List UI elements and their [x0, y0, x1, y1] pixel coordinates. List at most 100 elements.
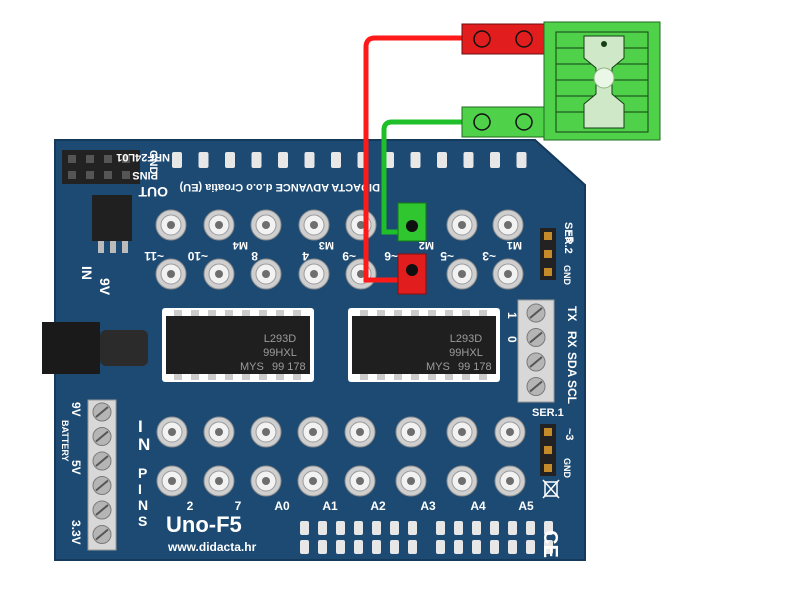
serial-label: TX: [565, 306, 579, 321]
power-label: 5V: [69, 460, 83, 475]
header-pad: [437, 152, 447, 168]
power-label: 3.3V: [69, 520, 83, 545]
pin-socket: [344, 416, 376, 448]
pin-socket: [344, 465, 376, 497]
header-pad: [436, 521, 445, 535]
in-pin-label: 7: [235, 499, 242, 513]
motor-label: M3: [319, 239, 334, 251]
out-pin-label: ~10: [187, 249, 208, 263]
header-pad: [198, 152, 209, 168]
ser2-label: SER.2: [562, 222, 574, 254]
header-pad: [490, 152, 500, 168]
header-pad: [390, 540, 399, 554]
chip-maker: MYS: [240, 361, 264, 373]
pin-socket: [297, 416, 329, 448]
header-pad: [172, 152, 182, 168]
ser1-header: [540, 424, 556, 476]
header-pad: [526, 521, 535, 535]
pin-socket: [492, 258, 524, 290]
ce-mark-icon: CE: [539, 530, 561, 558]
in-side-label-i: I: [138, 417, 143, 436]
chip-code: 99HXL: [263, 347, 297, 359]
in-pin-label: A2: [370, 499, 386, 513]
motor-label: M4: [232, 239, 248, 251]
header-pad: [508, 521, 517, 535]
header-pad: [372, 540, 381, 554]
header-pad: [336, 540, 345, 554]
bottom-header-row: [300, 521, 553, 554]
pin-socket: [250, 209, 282, 241]
power-jack: [42, 322, 100, 374]
pin-socket: [156, 416, 188, 448]
in-side-label-n: N: [138, 435, 150, 454]
header-pad: [304, 152, 315, 168]
out-pin-label: ~9: [342, 249, 356, 263]
in-pin-label: A1: [322, 499, 338, 513]
header-pad: [472, 521, 481, 535]
header-pad: [300, 521, 309, 535]
pins-side-label-i: I: [138, 481, 142, 497]
serial-num: 1: [505, 312, 519, 319]
serial-label: RX: [565, 331, 579, 348]
pin-socket: [250, 416, 282, 448]
header-pad: [408, 521, 417, 535]
sensor-module: [461, 21, 661, 141]
out-pin-label: ~11: [144, 249, 164, 263]
header-pad: [544, 540, 553, 554]
chip-part: L293D: [264, 333, 296, 345]
pin-socket: [494, 416, 526, 448]
chip-part: L293D: [450, 333, 482, 345]
pins-side-label-s: S: [138, 513, 147, 529]
company-label: DIDACTA ADVANCE d.o.o Croatia (EU): [179, 181, 380, 193]
power-terminal-block: [87, 399, 117, 551]
voltage-regulator: [92, 195, 132, 241]
pin-socket: [298, 258, 330, 290]
weee-bin-icon: [542, 479, 560, 499]
header-pad: [463, 152, 474, 168]
header-pad: [436, 540, 445, 554]
pin-socket: [155, 258, 187, 290]
header-pad: [251, 152, 262, 168]
in-pin-label: A4: [470, 499, 486, 513]
pin-socket: [446, 465, 478, 497]
pin-socket: [494, 465, 526, 497]
chip-lot: 99 178: [458, 361, 492, 373]
pin-socket: [155, 209, 187, 241]
nrf-label: NRF24L01: [116, 151, 170, 163]
pins-side-label-p: P: [138, 465, 147, 481]
pin-socket: [250, 465, 282, 497]
pins-side-label-n: N: [138, 497, 148, 513]
out-pin-label: ~6: [384, 249, 398, 263]
in-pin-label: 2: [187, 499, 194, 513]
red-wire: [363, 35, 470, 283]
pin-socket: [446, 416, 478, 448]
header-pad: [410, 152, 421, 168]
in-pin-label: A0: [274, 499, 290, 513]
header-pad: [225, 152, 235, 168]
in-pin-label: A3: [420, 499, 436, 513]
pin-socket: [492, 209, 524, 241]
header-pad: [544, 521, 553, 535]
pin-socket: [446, 258, 478, 290]
header-pad: [331, 152, 341, 168]
header-pad: [454, 540, 463, 554]
serial-num: 0: [505, 336, 519, 343]
pin-socket: [446, 209, 478, 241]
header-pad: [526, 540, 535, 554]
header-pad: [490, 540, 499, 554]
ser2-pin-label: ~5: [563, 230, 575, 243]
out-pin-label: ~3: [482, 249, 496, 263]
header-pad: [516, 152, 527, 168]
header-pad: [390, 521, 399, 535]
serial-label: SCL: [565, 380, 579, 404]
ser1-gnd-label: GND: [562, 458, 572, 479]
header-pad: [318, 540, 327, 554]
pin-socket: [297, 465, 329, 497]
gnd-label-nrf: GND: [147, 150, 159, 175]
green-wire: [381, 119, 470, 235]
